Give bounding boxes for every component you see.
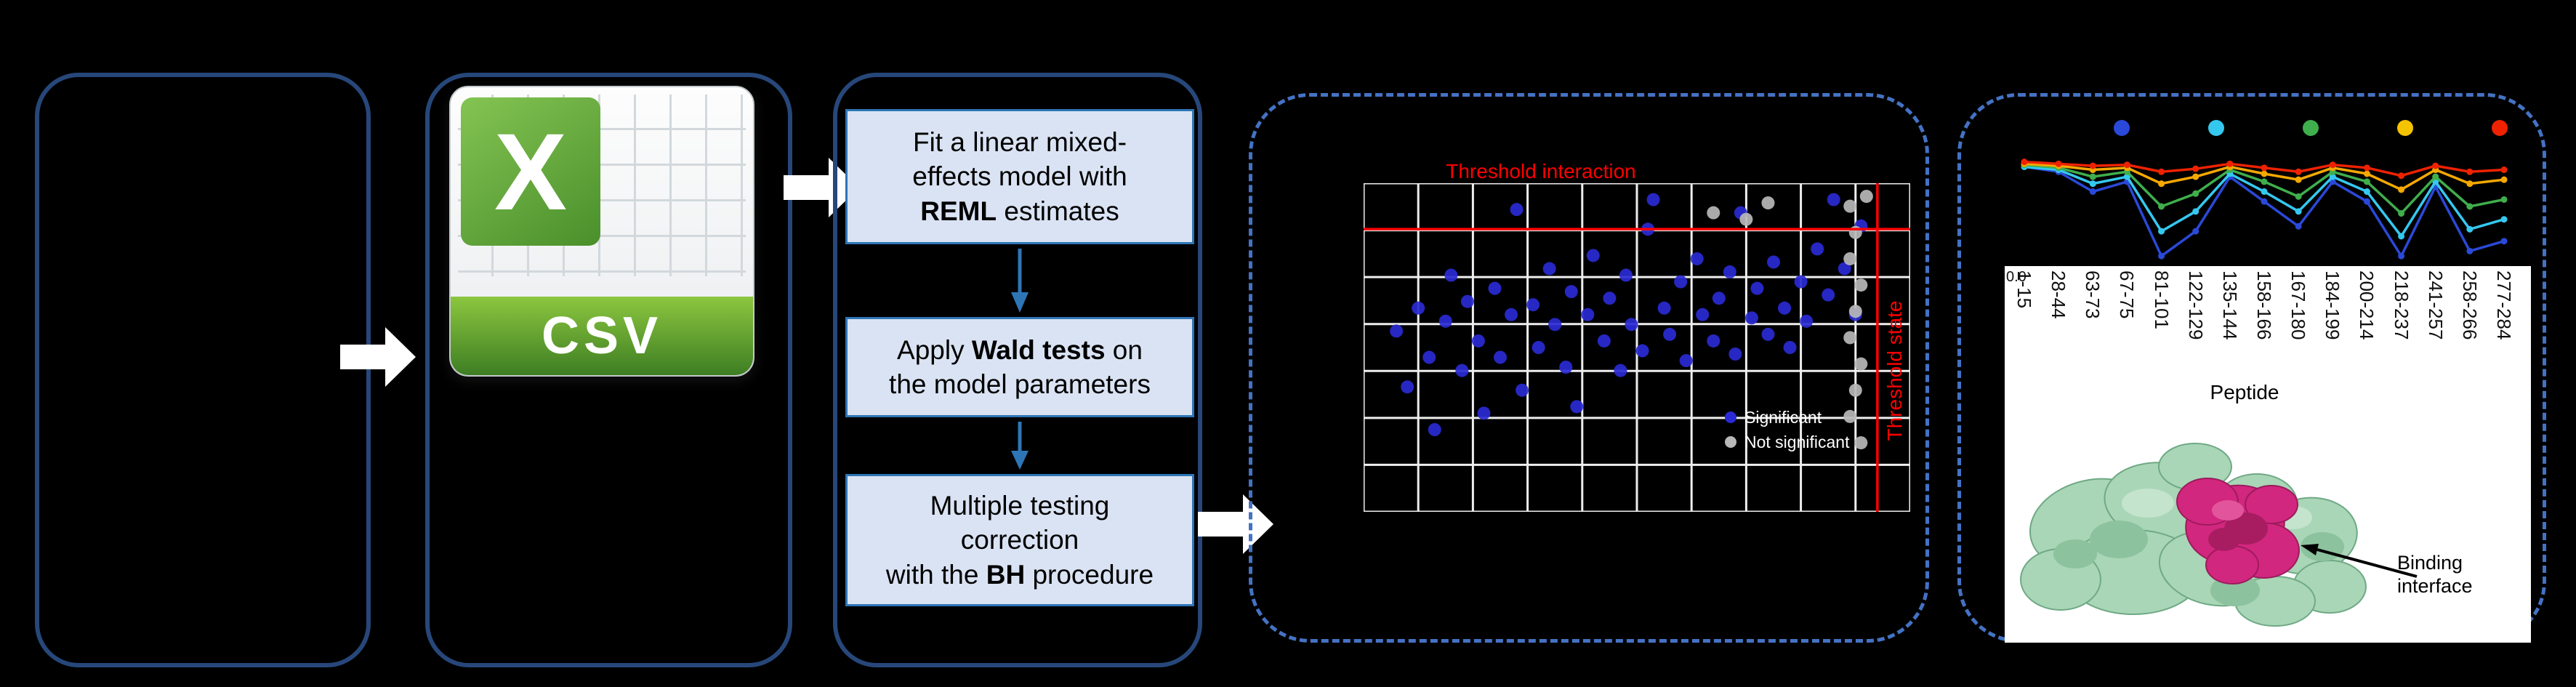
excel-x-letter: X — [494, 110, 568, 233]
csv-page: X CSV — [449, 86, 754, 377]
threshold-interaction-label: Threshold interaction — [1446, 160, 1636, 182]
uptake-series-series-orange — [2021, 160, 2508, 193]
protein-surface-shading — [2053, 521, 2344, 606]
svg-text:Significant: Significant — [1744, 408, 1822, 427]
svg-text:Not significant: Not significant — [1744, 433, 1850, 451]
step-line: the model parameters — [889, 369, 1151, 399]
step-wald-text: Apply Wald tests on the model parameters — [889, 333, 1151, 402]
binding-interface-label: Binding interface — [2397, 551, 2473, 598]
down-arrow-1-icon — [1011, 249, 1029, 313]
uptake-line-chart — [2021, 158, 2508, 260]
time-point-dot — [2492, 120, 2508, 136]
time-point-dot — [2114, 120, 2130, 136]
protein-structure-illustration — [2020, 443, 2367, 627]
step-bold-term: Wald tests — [971, 334, 1106, 365]
results-panel — [1249, 93, 1929, 643]
step-line: with the — [885, 559, 986, 590]
peptide-tick-label: 135-144 — [2218, 270, 2241, 340]
flow-arrow-1-icon — [340, 327, 416, 387]
down-arrow-2-icon — [1011, 422, 1029, 470]
step-bh-text: Multiple testing correction with the BH … — [886, 489, 1154, 592]
workflow-step-reml: Fit a linear mixed- effects model with R… — [845, 109, 1194, 244]
binding-interface-shading — [2208, 513, 2268, 551]
peptide-tick-label: 184-199 — [2322, 270, 2344, 340]
step-line: effects model with — [912, 161, 1127, 192]
step-bold-term: REML — [920, 196, 997, 226]
binding-label-line2: interface — [2397, 575, 2473, 598]
time-point-legend — [2114, 120, 2508, 136]
time-point-dot — [2397, 120, 2413, 136]
peptide-tick-label: 258-266 — [2458, 270, 2481, 340]
csv-banner-label: CSV — [541, 307, 663, 365]
step-line: estimates — [997, 196, 1119, 226]
peptide-tick-label: 67-75 — [2116, 270, 2138, 319]
workflow-step-bh: Multiple testing correction with the BH … — [845, 474, 1194, 606]
step-line: procedure — [1025, 559, 1154, 590]
peptide-tick-label: 122-129 — [2184, 270, 2207, 340]
peptide-tick-label: 277-284 — [2493, 270, 2515, 340]
binding-annotation-arrow-icon — [2301, 544, 2418, 578]
binding-interface-highlight — [2212, 500, 2244, 521]
peptide-tick-label: 1-15 — [2013, 270, 2035, 309]
csv-panel — [425, 73, 792, 667]
x-axis-title: Peptide — [2210, 381, 2279, 403]
peptide-tick-label: 28-44 — [2048, 270, 2070, 319]
excel-x-logo: X — [461, 97, 600, 246]
step-bold-term: BH — [986, 559, 1026, 590]
step-line: Apply — [897, 334, 972, 365]
peptide-tick-label: 241-257 — [2424, 270, 2447, 340]
csv-file-icon: X CSV — [449, 86, 754, 377]
workflow-panel — [833, 73, 1202, 667]
workflow-step-wald: Apply Wald tests on the model parameters — [845, 317, 1194, 417]
peptide-tick-label: 81-101 — [2150, 270, 2173, 329]
step-reml-text: Fit a linear mixed- effects model with R… — [912, 125, 1127, 228]
scatter-points-not_significant — [1707, 190, 1873, 450]
peptide-tick-label: 218-237 — [2390, 270, 2412, 340]
flow-arrow-3-icon — [1198, 494, 1273, 554]
threshold-state-label: Threshold state — [1883, 300, 1906, 441]
y-axis-tick-label: 0.0 — [2006, 269, 2026, 285]
peptide-tick-label: 158-166 — [2253, 270, 2275, 340]
peptide-tick-label: 200-214 — [2356, 270, 2378, 340]
input-panel — [35, 73, 371, 667]
binding-label-line1: Binding — [2397, 552, 2463, 574]
flow-arrow-2-icon — [784, 158, 859, 217]
step-line: correction — [960, 525, 1079, 555]
peptide-tick-label: 167-180 — [2287, 270, 2310, 340]
step-line: Fit a linear mixed- — [912, 126, 1127, 157]
csv-banner: CSV — [451, 297, 753, 375]
time-point-dot — [2303, 120, 2319, 136]
time-point-dot — [2208, 120, 2224, 136]
step-line: Multiple testing — [930, 490, 1110, 521]
step-line: on — [1105, 334, 1143, 365]
peptide-tick-label: 63-73 — [2082, 270, 2104, 319]
uptake-series-series-red — [2021, 158, 2508, 180]
